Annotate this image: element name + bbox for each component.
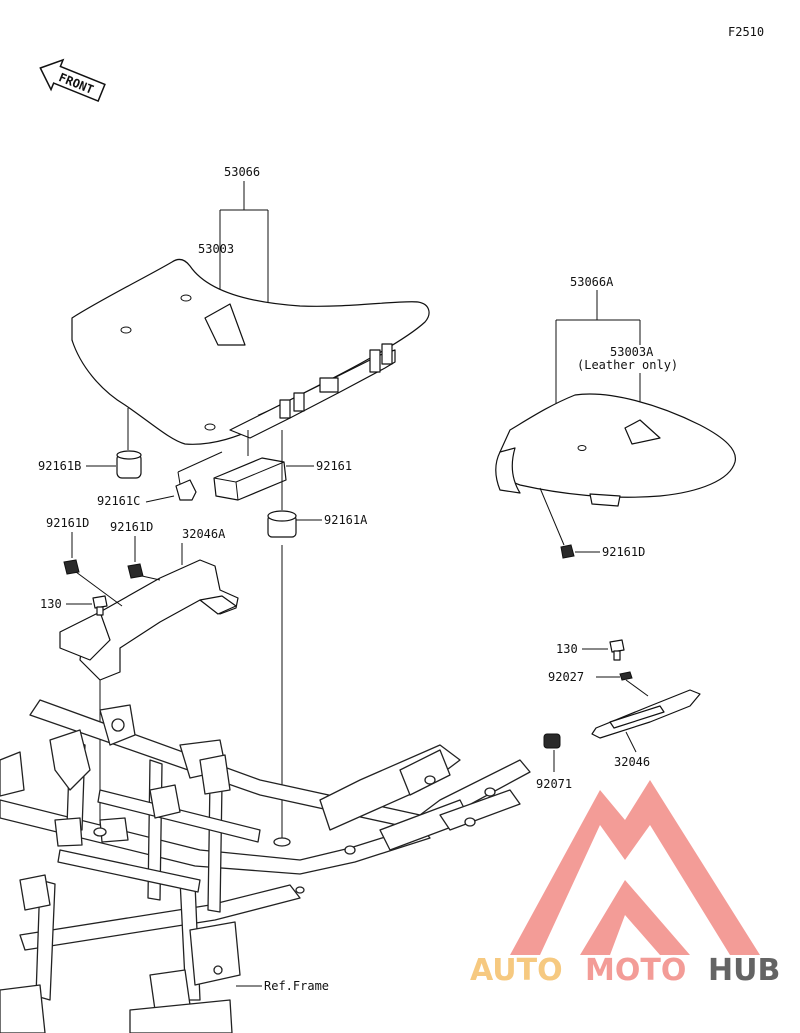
label-92161A: 92161A — [324, 513, 368, 527]
pad-92161 — [213, 457, 287, 501]
seat-assembly-53066A: 53066A 53003A (Leather only) 92161D — [495, 275, 736, 559]
damper-92161D-rear — [560, 544, 575, 559]
watermark-auto: AUTO — [470, 953, 563, 988]
label-53003: 53003 — [198, 242, 234, 256]
label-130-2: 130 — [556, 642, 578, 656]
label-53003A-note: (Leather only) — [577, 358, 678, 372]
frame-reference: Ref.Frame — [0, 699, 531, 1033]
automotohub-logo-icon — [510, 780, 760, 955]
label-92071: 92071 — [536, 777, 572, 791]
damper-92161B — [116, 450, 142, 479]
seat-assembly-53066: 53066 53003 92161B — [38, 165, 430, 840]
bolt-130-right — [609, 639, 625, 661]
label-53003-sticker — [204, 303, 246, 346]
label-130-1: 130 — [40, 597, 62, 611]
bracket-group-32046A: 92161D 92161D 32046A 130 — [40, 516, 239, 830]
damper-92161D-1 — [63, 559, 80, 575]
collar-92027 — [619, 671, 633, 681]
label-32046: 32046 — [614, 755, 650, 769]
damper-92161A — [267, 510, 297, 538]
automotohub-watermark: AUTO MOTO HUB — [470, 780, 780, 988]
label-92161D-1: 92161D — [46, 516, 89, 530]
damper-92071 — [543, 733, 561, 749]
label-92161C: 92161C — [97, 494, 140, 508]
label-53066: 53066 — [224, 165, 260, 179]
watermark-hub: HUB — [708, 953, 780, 988]
seat-53066 — [71, 258, 430, 435]
label-92027: 92027 — [548, 670, 584, 684]
label-92161: 92161 — [316, 459, 352, 473]
rear-seat-53066A — [499, 393, 736, 498]
bolt-130-left — [92, 595, 108, 616]
damper-92161D-2 — [127, 563, 144, 579]
page-code: F2510 — [728, 25, 764, 39]
right-side-parts: 130 92027 32046 92071 — [536, 639, 701, 791]
label-92161D-2: 92161D — [110, 520, 153, 534]
front-arrow-icon: FRONT — [39, 58, 106, 103]
watermark-moto: MOTO — [585, 953, 686, 988]
label-53066A: 53066A — [570, 275, 614, 289]
rear-seat-sticker — [624, 419, 661, 445]
damper-92161C — [175, 479, 197, 501]
label-92161B: 92161B — [38, 459, 81, 473]
bracket-32046A — [79, 559, 239, 681]
label-53003A: 53003A — [610, 345, 654, 359]
label-32046A: 32046A — [182, 527, 226, 541]
label-92161D-3: 92161D — [602, 545, 645, 559]
label-ref-frame: Ref.Frame — [264, 979, 329, 993]
